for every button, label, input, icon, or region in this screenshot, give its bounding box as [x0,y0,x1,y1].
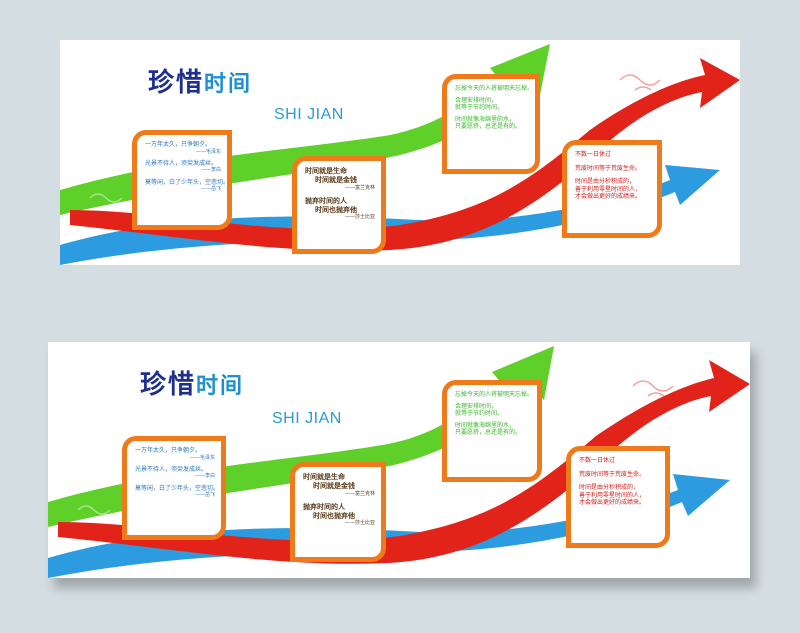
quote-text: 时间也抛弃他 [315,205,357,214]
subtitle: SHI JIAN [272,410,342,427]
quote-text: 时间也抛弃他 [313,511,355,520]
quote-text: 不数一日休过 [579,457,616,464]
title-main: 珍惜 [148,68,205,98]
quote-text: 忘掉今天的人将被明天忘掉。 [455,391,534,398]
swirl-ornament [89,193,123,203]
quote-text: 合理安排时间， [455,402,498,410]
quote-text: 时间就是金钱 [313,481,355,490]
quote-text: 莫等闲，白了少年头，空悲切。 [145,178,230,186]
quote-text: 就等于节约时间。 [455,104,504,111]
quote-card-3: 忘掉今天的人将被明天忘掉。 合理安排时间， 就等于节约时间。 时间就像海绵里的水… [442,74,540,174]
wall-panel-top: 珍惜时间 SHI JIAN 一万年太久，只争朝夕。 ——毛泽东 光景不待人，须臾… [60,40,740,265]
red-arrow [70,58,740,251]
quote-card-2: 时间就是生命 时间就是金钱 ——富兰克林 抛弃时间的人 时间也抛弃他 ——莎士比… [292,156,386,254]
quote-text: 才会做出更好的成绩来。 [575,193,642,200]
quote-text: 才会做出更好的成绩来。 [579,499,646,506]
title-main: 珍惜 [140,370,197,400]
quote-text: 光景不待人，须臾发成丝。 [145,159,218,167]
wall-panel-bottom: 珍惜时间 SHI JIAN 一万年太久，只争朝夕。 ——毛泽东 光景不待人，须臾… [48,342,750,578]
quote-author: ——富兰克林 [344,184,375,191]
quote-text: 荒废时间等于荒废生命。 [575,164,642,172]
quote-author: ——毛泽东 [189,454,215,461]
quote-text: 只要愿挤，总还是有的。 [455,429,522,436]
page-title: 珍惜时间 [140,364,244,401]
quote-text: 时间就像海绵里的水， [455,421,516,429]
quote-text: 荒废时间等于荒废生命。 [579,470,646,478]
quote-text: 不数一日休过 [575,151,612,158]
quote-author: ——莎士比亚 [344,214,375,221]
quote-text: 一万年太久，只争朝夕。 [145,141,212,148]
quote-text: 善于利用零星时间的人， [579,491,646,499]
quote-text: 就等于节约时间。 [455,410,504,417]
quote-text: 善于利用零星时间的人， [575,185,642,193]
quote-author: ——岳飞 [200,186,221,192]
quote-text: 时间就像海绵里的水， [455,115,516,123]
quote-author: ——莎士比亚 [344,520,375,527]
subtitle: SHI JIAN [274,106,344,123]
quote-card-1: 一万年太久，只争朝夕。 ——毛泽东 光景不待人，须臾发成丝。 ——李白 莫等闲，… [132,130,232,230]
quote-card-4: 不数一日休过 荒废时间等于荒废生命。 时间是由分秒积成的， 善于利用零星时间的人… [562,140,662,238]
quote-text: 时间是由分秒积成的， [579,484,640,491]
swirl-ornament [619,74,661,91]
quote-author: ——李白 [194,473,215,480]
quote-card-3: 忘掉今天的人将被明天忘掉。 合理安排时间， 就等于节约时间。 时间就像海绵里的水… [442,380,542,482]
swirl-ornament [632,380,674,397]
quote-text: 时间就是生命 [305,167,347,175]
title-accent: 时间 [196,374,245,399]
quote-author: ——岳飞 [194,492,215,498]
quote-text: 光景不待人，须臾发成丝。 [135,465,208,473]
swirl-ornament [77,505,111,515]
quote-text: 抛弃时间的人 [303,502,345,511]
quote-text: 莫等闲，白了少年头，空悲切。 [135,484,220,492]
quote-text: 只要愿挤，总还是有的。 [455,123,522,130]
quote-text: 时间是由分秒积成的， [575,178,636,185]
title-accent: 时间 [204,72,253,97]
quote-author: ——李白 [200,167,221,174]
page-title: 珍惜时间 [148,62,252,99]
red-arrow [58,360,750,564]
quote-author: ——毛泽东 [195,148,221,155]
quote-card-4: 不数一日休过 荒废时间等于荒废生命。 时间是由分秒积成的， 善于利用零星时间的人… [566,446,670,548]
quote-card-1: 一万年太久，只争朝夕。 ——毛泽东 光景不待人，须臾发成丝。 ——李白 莫等闲，… [122,436,226,540]
quote-text: 一万年太久，只争朝夕。 [135,447,202,454]
quote-text: 抛弃时间的人 [305,196,347,205]
quote-card-2: 时间就是生命 时间就是金钱 ——富兰克林 抛弃时间的人 时间也抛弃他 ——莎士比… [290,462,386,562]
quote-text: 时间就是金钱 [315,175,357,184]
quote-text: 忘掉今天的人将被明天忘掉。 [455,85,534,92]
quote-text: 时间就是生命 [303,473,345,481]
quote-text: 合理安排时间， [455,96,498,104]
quote-author: ——富兰克林 [344,490,375,497]
